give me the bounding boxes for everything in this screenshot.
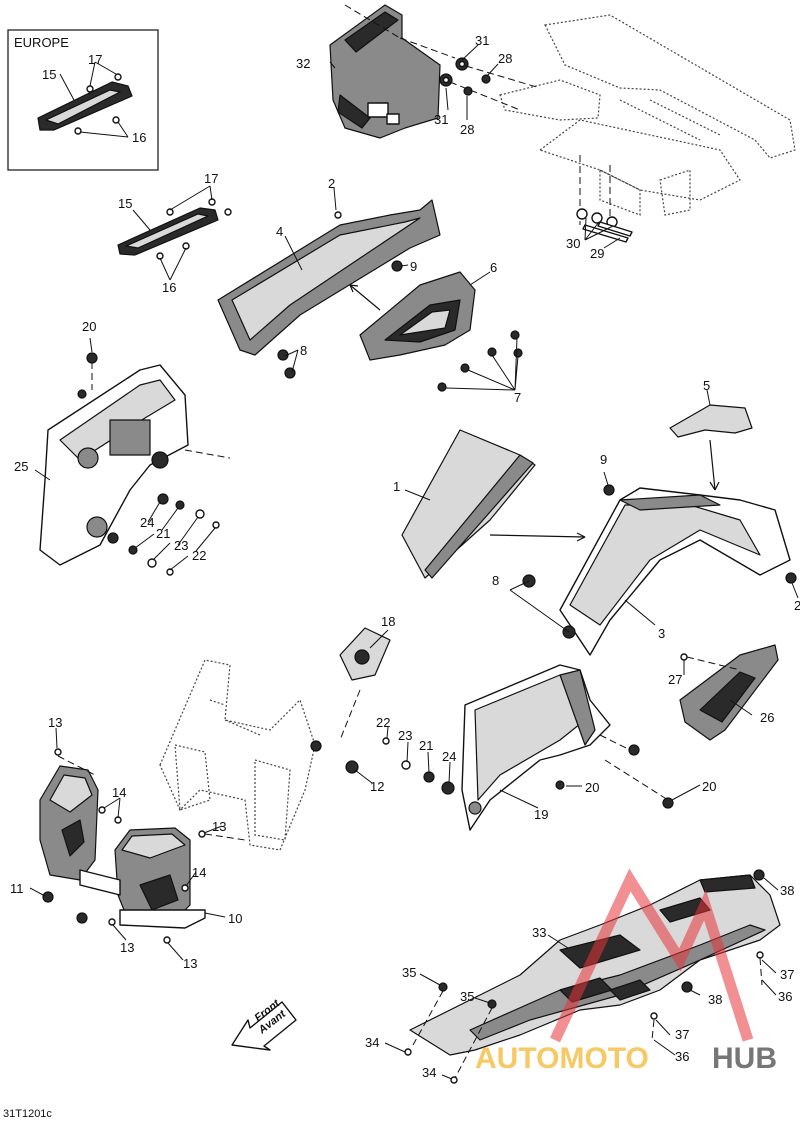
leader-lines bbox=[29, 44, 799, 1080]
callout-22-left: 22 bbox=[192, 548, 206, 563]
callout-35-right: 35 bbox=[460, 989, 474, 1004]
callout-9-top: 9 bbox=[410, 259, 417, 274]
callout-8-right: 8 bbox=[492, 573, 499, 588]
callout-29: 29 bbox=[590, 246, 604, 261]
callout-25: 25 bbox=[14, 459, 28, 474]
callout-31-bottom: 31 bbox=[434, 112, 448, 127]
part-15-step-plate bbox=[117, 185, 232, 281]
watermark-text-hub: HUB bbox=[712, 1042, 777, 1075]
callout-13-lower: 13 bbox=[120, 940, 134, 955]
callout-13-center: 13 bbox=[212, 819, 226, 834]
watermark-text-automoto: AUTOMOTO bbox=[475, 1042, 649, 1075]
callout-24-left: 24 bbox=[140, 515, 154, 530]
callout-31-top: 31 bbox=[475, 33, 489, 48]
callout-10: 10 bbox=[228, 911, 242, 926]
callout-17: 17 bbox=[204, 171, 218, 186]
callout-36-right: 36 bbox=[778, 989, 792, 1004]
callout-28-top: 28 bbox=[498, 51, 512, 66]
callout-23-center: 23 bbox=[398, 728, 412, 743]
callout-6: 6 bbox=[490, 260, 497, 275]
callout-30: 30 bbox=[566, 236, 580, 251]
part-5-cap bbox=[669, 404, 753, 491]
callout-9-right: 9 bbox=[600, 452, 607, 467]
callout-38-center: 38 bbox=[708, 992, 722, 1007]
callout-28-bottom: 28 bbox=[460, 122, 474, 137]
europe-inset-title: EUROPE bbox=[14, 35, 69, 50]
hardware-31-28 bbox=[439, 57, 541, 111]
drawing-code: 31T1201c bbox=[3, 1108, 52, 1120]
europe-inset: EUROPE bbox=[7, 29, 159, 171]
part-6-bezel bbox=[359, 271, 523, 392]
callout-21-center: 21 bbox=[419, 738, 433, 753]
callout-8-top: 8 bbox=[300, 343, 307, 358]
callout-36-center: 36 bbox=[675, 1049, 689, 1064]
callout-20-right: 20 bbox=[702, 779, 716, 794]
callout-13-top: 13 bbox=[48, 715, 62, 730]
callout-22-center: 22 bbox=[376, 715, 390, 730]
callout-38-top: 38 bbox=[780, 883, 794, 898]
callout-4: 4 bbox=[276, 224, 283, 239]
center-frame bbox=[159, 659, 359, 851]
part-10-guard bbox=[39, 748, 246, 944]
callout-3: 3 bbox=[658, 626, 665, 641]
callout-37-center: 37 bbox=[675, 1027, 689, 1042]
callout-35-left: 35 bbox=[402, 965, 416, 980]
part-19-inner-fender bbox=[382, 664, 674, 831]
callout-37-right: 37 bbox=[780, 967, 794, 982]
callout-15-inset: 15 bbox=[42, 67, 56, 82]
vehicle-frame bbox=[499, 14, 796, 230]
callout-1: 1 bbox=[393, 479, 400, 494]
callout-20-center: 20 bbox=[585, 780, 599, 795]
callout-34-left: 34 bbox=[365, 1035, 379, 1050]
callout-26: 26 bbox=[760, 710, 774, 725]
part-26-plate bbox=[679, 644, 779, 741]
callout-19: 19 bbox=[534, 807, 548, 822]
part-3-fender bbox=[509, 484, 797, 656]
callout-12: 12 bbox=[370, 779, 384, 794]
callout-21-left: 21 bbox=[156, 526, 170, 541]
callout-13-bottom: 13 bbox=[183, 956, 197, 971]
watermark-logo-icon bbox=[550, 868, 754, 1043]
callout-16-inset: 16 bbox=[132, 130, 146, 145]
callout-15: 15 bbox=[118, 196, 132, 211]
callout-2-top: 2 bbox=[328, 176, 335, 191]
watermark: AUTOMOTO HUB bbox=[475, 868, 777, 1075]
callout-18: 18 bbox=[381, 614, 395, 629]
callout-33: 33 bbox=[532, 925, 546, 940]
front-direction-arrow: Front Avant bbox=[231, 997, 297, 1051]
callout-5: 5 bbox=[703, 378, 710, 393]
callout-14-top: 14 bbox=[112, 785, 126, 800]
callout-17-inset: 17 bbox=[88, 52, 102, 67]
callout-11: 11 bbox=[10, 881, 24, 896]
part-32-mud-flap bbox=[329, 4, 456, 139]
callout-24-center: 24 bbox=[442, 749, 456, 764]
callout-7: 7 bbox=[514, 390, 521, 405]
callout-labels: 15 17 16 32 31 28 31 28 30 29 15 17 16 2… bbox=[10, 33, 800, 1080]
callout-23-left: 23 bbox=[174, 538, 188, 553]
part-4-inner-panel bbox=[217, 199, 441, 379]
hardware-30-29 bbox=[576, 208, 633, 243]
part-1-flare bbox=[401, 429, 586, 579]
callout-27: 27 bbox=[668, 672, 682, 687]
part-25-bracket bbox=[39, 352, 231, 576]
callout-16: 16 bbox=[162, 280, 176, 295]
callout-20-left: 20 bbox=[82, 319, 96, 334]
callout-14-lower: 14 bbox=[192, 865, 206, 880]
callout-34-right: 34 bbox=[422, 1065, 436, 1080]
callout-32: 32 bbox=[296, 56, 310, 71]
callout-2-right: 2 bbox=[794, 598, 800, 613]
